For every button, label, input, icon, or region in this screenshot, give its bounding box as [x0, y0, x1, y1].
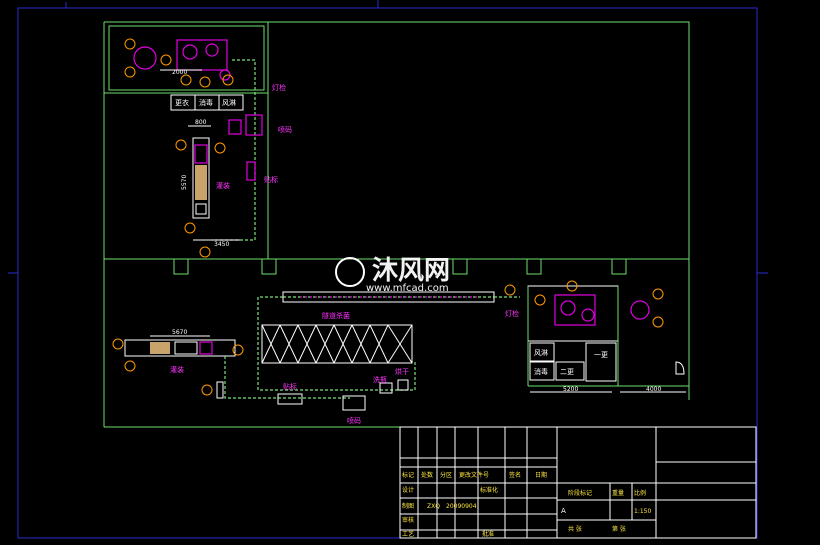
tb-sheet-no: 第 张 — [612, 525, 626, 533]
tb-mark: 标记 — [402, 471, 414, 479]
label-secondary-locker: 二更 — [560, 368, 574, 376]
label-air-shower2: 风淋 — [534, 348, 548, 357]
tb-process: 工艺 — [402, 530, 414, 538]
tb-drafter-date: 20090904 — [446, 503, 477, 510]
dim-4000: 4000 — [646, 386, 661, 393]
label-filling-upper: 灌装 — [216, 181, 230, 190]
tb-scale-value: 1:150 — [634, 508, 651, 515]
dim-3450: 3450 — [214, 241, 229, 248]
upper-conveyor: 灯检 喷码 贴标 — [212, 59, 292, 241]
label-light-inspection: 灯检 — [505, 309, 519, 318]
tb-count: 处数 — [421, 471, 433, 479]
label-primary-locker: 一更 — [594, 351, 608, 359]
tb-weight: 重量 — [612, 489, 624, 497]
tb-sheets-total: 共 张 — [568, 525, 582, 533]
tb-sign: 签名 — [509, 471, 521, 479]
dim-2000: 2000 — [172, 69, 187, 76]
filling-line-lower: 5670 灌装 — [112, 329, 350, 399]
lower-conveyor — [257, 291, 520, 391]
watermark-main: 沐风网 — [372, 256, 450, 286]
tb-approve: 批准 — [482, 530, 494, 538]
label-sterilization-tunnel: 隧道杀菌 — [322, 311, 350, 320]
dim-5670: 5670 — [172, 329, 187, 336]
tb-proofread: 审核 — [402, 516, 414, 524]
tb-stage-a: A — [561, 507, 566, 515]
lower-stations: 贴标 喷码 洗瓶 烘干 — [277, 367, 409, 425]
sterilization-tunnel: 隧道杀菌 — [261, 311, 413, 364]
label-locker1: 更衣 — [175, 98, 189, 107]
tb-drafter: 制图 — [402, 502, 414, 510]
watermark: 沐风网 www.mfcad.com — [335, 256, 450, 294]
label-coding-upper: 喷码 — [278, 125, 292, 134]
filling-line-upper: 800 5570 灌装 3450 — [175, 119, 240, 258]
label-disinfect2: 消毒 — [534, 367, 548, 376]
label-labeling-lower: 贴标 — [283, 382, 297, 391]
tb-design: 设计 — [402, 486, 414, 494]
label-drying: 烘干 — [395, 367, 409, 376]
watermark-sub: www.mfcad.com — [366, 283, 449, 294]
upper-clean-room: 2000 — [108, 25, 265, 91]
label-disinfect1: 消毒 — [199, 98, 213, 107]
upper-gowning-rooms: 更衣 消毒 风淋 — [170, 94, 244, 111]
tb-zone: 分区 — [440, 471, 452, 479]
label-light-inspection-upper: 灯检 — [272, 83, 286, 92]
label-labeling-upper: 贴标 — [264, 175, 278, 184]
tb-stage-mark: 阶段标记 — [568, 489, 592, 497]
dim-800: 800 — [195, 119, 207, 126]
dim-5570: 5570 — [181, 175, 188, 190]
tb-standardize: 标准化 — [480, 486, 498, 494]
label-filling-lower: 灌装 — [170, 365, 184, 374]
building-outline — [103, 21, 690, 428]
label-coding-lower: 喷码 — [347, 416, 361, 425]
sheet-border — [8, 0, 768, 539]
label-bottle-rinse: 洗瓶 — [373, 375, 387, 384]
lower-clean-room: 灯检 风淋 消毒 二更 一更 5200 4000 — [504, 280, 689, 393]
tb-date: 日期 — [535, 471, 547, 479]
title-block: 标记 处数 分区 更改文件号 签名 日期 设计 制图 ZXQ 20090904 … — [399, 426, 757, 539]
tb-scale: 比例 — [634, 489, 646, 497]
tb-change-doc: 更改文件号 — [459, 471, 489, 479]
dim-5200: 5200 — [563, 386, 578, 393]
tb-drafter-name: ZXQ — [427, 503, 440, 510]
label-airshower1: 风淋 — [222, 98, 236, 107]
